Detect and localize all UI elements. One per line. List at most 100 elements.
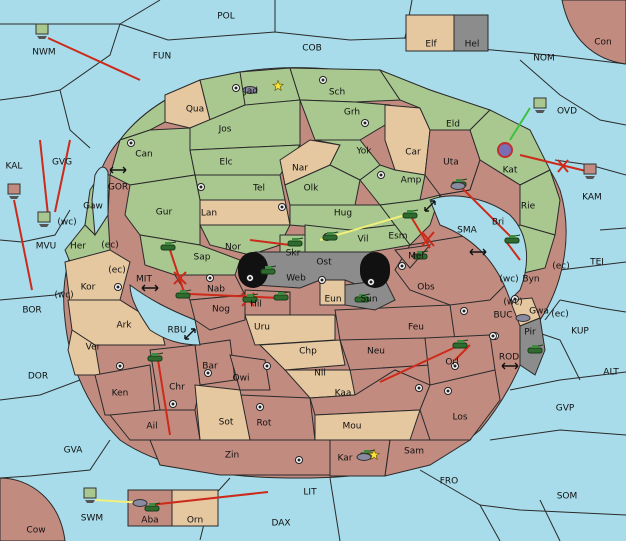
territory-kor bbox=[64, 249, 131, 303]
territory-nor bbox=[199, 224, 291, 256]
territory-rot bbox=[239, 394, 316, 441]
label-buc: BUC bbox=[493, 311, 512, 321]
ship-unit-icon[interactable] bbox=[132, 499, 148, 507]
army-unit-icon[interactable] bbox=[147, 352, 164, 362]
order-arrow bbox=[54, 139, 71, 213]
territory-qwi bbox=[229, 354, 271, 391]
coast-label: (wc) bbox=[499, 275, 518, 285]
fleet-unit-icon[interactable] bbox=[37, 211, 51, 227]
label-esm: Esm bbox=[388, 232, 407, 242]
label-kat: Kat bbox=[503, 166, 518, 176]
ship-unit-icon[interactable] bbox=[242, 86, 258, 94]
army-unit-icon[interactable] bbox=[527, 344, 544, 354]
label-skr: Skr bbox=[286, 249, 301, 259]
ship-unit-icon[interactable] bbox=[356, 453, 372, 461]
territory-tel bbox=[194, 174, 286, 201]
army-unit-icon[interactable] bbox=[273, 291, 290, 301]
ship-unit-icon[interactable] bbox=[450, 182, 466, 190]
army-unit-icon[interactable] bbox=[402, 209, 419, 219]
supply-center-dot bbox=[206, 371, 210, 375]
supply-center-dot bbox=[320, 278, 324, 282]
label-pir: Pir bbox=[524, 328, 536, 338]
sea-rbu-bay bbox=[129, 283, 201, 346]
label-tel: Tel bbox=[252, 184, 265, 194]
label-eld: Eld bbox=[446, 120, 460, 130]
label-gvg: GVG bbox=[52, 158, 72, 168]
failed-x bbox=[421, 231, 435, 247]
supply-center-dot bbox=[208, 276, 212, 280]
label-gaw: Gaw bbox=[83, 202, 103, 212]
black-capsule-right bbox=[360, 252, 390, 288]
label-sma: SMA bbox=[457, 226, 477, 236]
territory-orn bbox=[171, 489, 219, 527]
army-unit-icon[interactable] bbox=[504, 234, 521, 244]
order-arrow bbox=[149, 491, 269, 506]
label-tei: TEI bbox=[589, 258, 604, 268]
coast-label: (ec) bbox=[101, 241, 119, 251]
label-cob: COB bbox=[302, 44, 322, 54]
sea-gor-bay bbox=[91, 166, 109, 237]
supply-center-dot bbox=[118, 364, 122, 368]
label-qua: Qua bbox=[186, 105, 204, 115]
label-olk: Olk bbox=[304, 184, 320, 194]
target-marker-icon bbox=[497, 142, 513, 158]
coast-label: (wc) bbox=[54, 291, 73, 301]
label-car: Car bbox=[405, 148, 421, 158]
star-icon bbox=[367, 448, 381, 461]
units bbox=[7, 23, 597, 512]
coast-label: (ec) bbox=[551, 310, 569, 320]
order-arrow bbox=[461, 187, 511, 237]
label-amp: Amp bbox=[401, 176, 422, 186]
supply-center-dot bbox=[171, 402, 175, 406]
label-rot: Rot bbox=[257, 419, 272, 429]
label-sch: Sch bbox=[329, 88, 345, 98]
fleet-unit-icon[interactable] bbox=[83, 487, 97, 503]
army-unit-icon[interactable] bbox=[354, 293, 371, 303]
army-unit-icon[interactable] bbox=[144, 502, 161, 512]
label-fro: FRO bbox=[440, 477, 459, 487]
label-ken: Ken bbox=[112, 389, 129, 399]
label-gur: Gur bbox=[156, 208, 173, 218]
label-rod: ROD bbox=[499, 353, 519, 363]
label-gva: GVA bbox=[64, 446, 84, 456]
army-unit-icon[interactable] bbox=[242, 293, 259, 303]
order-arrow bbox=[379, 344, 461, 383]
label-vil: Vil bbox=[358, 235, 369, 245]
supply-center-dot bbox=[199, 185, 203, 189]
label-elc: Elc bbox=[219, 158, 232, 168]
label-hug: Hug bbox=[334, 209, 352, 219]
label-nab: Nab bbox=[207, 285, 225, 295]
sea-sma-bay bbox=[429, 195, 528, 301]
label-mit: MIT bbox=[136, 275, 152, 285]
army-unit-icon[interactable] bbox=[260, 265, 277, 275]
fleet-unit-icon[interactable] bbox=[533, 97, 547, 113]
label-zin: Zin bbox=[225, 451, 239, 461]
army-unit-icon[interactable] bbox=[452, 339, 469, 349]
label-sam: Sam bbox=[404, 447, 424, 457]
supply-center-dot bbox=[400, 264, 404, 268]
double-arrow-icon bbox=[501, 362, 519, 370]
army-unit-icon[interactable] bbox=[175, 289, 192, 299]
fleet-unit-icon[interactable] bbox=[35, 23, 49, 39]
label-byn: Byn bbox=[522, 275, 539, 285]
army-unit-icon[interactable] bbox=[287, 237, 304, 247]
army-unit-icon[interactable] bbox=[412, 250, 429, 260]
label-mvu: MVU bbox=[36, 242, 57, 252]
label-chr: Chr bbox=[169, 383, 185, 393]
territory-mou bbox=[314, 409, 421, 441]
fleet-unit-icon[interactable] bbox=[7, 183, 21, 199]
army-unit-icon[interactable] bbox=[322, 231, 339, 241]
label-grh: Grh bbox=[344, 108, 360, 118]
label-sap: Sap bbox=[194, 253, 211, 263]
army-unit-icon[interactable] bbox=[160, 241, 177, 251]
label-kaa: Kaa bbox=[335, 389, 352, 399]
ship-unit-icon[interactable] bbox=[515, 314, 531, 322]
label-feu: Feu bbox=[408, 323, 424, 333]
territory-sch bbox=[289, 67, 401, 103]
failed-orders bbox=[173, 159, 569, 307]
label-nwm: NWM bbox=[32, 48, 55, 58]
fleet-unit-icon[interactable] bbox=[583, 163, 597, 179]
territory-sam bbox=[384, 439, 472, 477]
label-orn: Orn bbox=[187, 516, 203, 526]
